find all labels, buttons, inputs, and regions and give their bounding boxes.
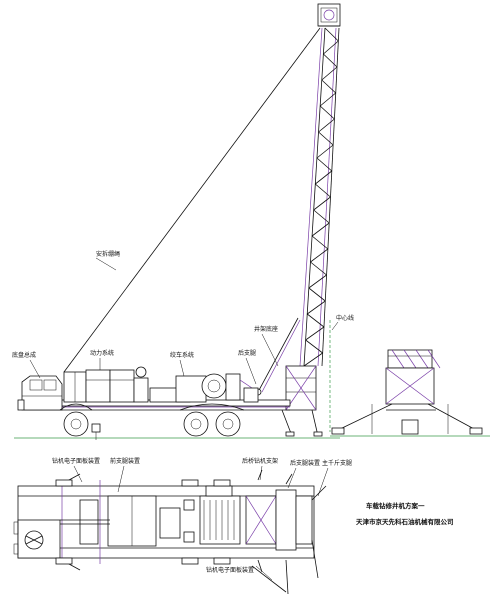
wheel-hub (70, 418, 82, 430)
mast-brace (311, 235, 329, 250)
label-base: 底盘总成 (12, 351, 36, 359)
wheel (63, 411, 89, 437)
label-power-sys: 动力系统 (90, 349, 114, 357)
label-winch-sys: 绞车系统 (170, 351, 194, 359)
mast-brace (315, 170, 333, 185)
plan-view (13, 465, 329, 595)
end-view (330, 349, 490, 437)
end-lattice (388, 349, 441, 369)
wheel (215, 411, 241, 437)
mast-brace (308, 274, 327, 289)
plan-wheel (55, 479, 73, 487)
mast-brace (316, 144, 334, 159)
mast-brace (305, 339, 323, 354)
mast-brace (313, 209, 330, 224)
mast-brace (311, 222, 330, 237)
label-bottom-cable: 钻机电子面板装置 (206, 566, 254, 574)
mast-brace (319, 92, 336, 107)
wheel-arch (179, 403, 245, 411)
plan-wheel (181, 557, 199, 565)
mast-brace (318, 118, 335, 133)
mast-lattice (303, 27, 339, 367)
crown-block (317, 3, 341, 27)
mast-brace (323, 40, 339, 55)
mast-brace (319, 105, 335, 120)
mast-brace (310, 261, 327, 276)
truck-cab (17, 375, 63, 411)
mast-brace (310, 248, 329, 263)
title-block-company: 天津市京天先科石油机械有限公司 (356, 517, 454, 526)
power-units (63, 366, 149, 403)
mast-brace (323, 53, 338, 68)
mast-brace (306, 300, 326, 315)
end-brace (415, 349, 429, 369)
label-rear-support2: 后支腿装置 (290, 459, 320, 467)
label-front-support: 前支腿装置 (110, 457, 140, 465)
label-front-cable: 钻机电子面板装置 (52, 457, 100, 465)
plan-wheel (213, 557, 231, 565)
wheel (183, 411, 209, 437)
mast-brace (305, 326, 325, 341)
guy-line (63, 27, 321, 373)
plan-wheel (213, 479, 231, 487)
mast-brace (316, 157, 333, 172)
winch-unit (149, 373, 259, 403)
label-main-support: 主千斤支腿 (322, 459, 352, 467)
wheel-arch (59, 403, 93, 411)
mast-brace (321, 79, 337, 94)
title-block-title: 车载钻修井机方案一 (366, 501, 425, 510)
mast-brace (321, 66, 338, 81)
end-brace (403, 349, 417, 369)
plan-wheel (181, 479, 199, 487)
wheels (59, 403, 245, 437)
mast-base (281, 365, 323, 437)
mast-brace (313, 196, 331, 211)
end-brace (391, 349, 405, 369)
label-rear-support: 后支腿 (238, 349, 256, 357)
mast-brace (324, 27, 339, 42)
mast-brace (303, 352, 323, 367)
label-guy-line: 安拆绷绳 (96, 250, 120, 258)
plan-wheel (55, 557, 73, 565)
mast-brace (308, 287, 326, 302)
mast (299, 27, 340, 367)
label-cable-top: 中心线 (336, 314, 354, 322)
plan-winch-lines (203, 500, 235, 540)
mast-brace (315, 183, 331, 198)
wheel-hub (222, 418, 234, 430)
mast-brace (318, 131, 334, 146)
label-mast-base: 井架底座 (254, 325, 278, 333)
wheel-hub (190, 418, 202, 430)
plan-wheels (55, 479, 231, 565)
mast-brace (306, 313, 325, 328)
elevation-view (14, 3, 341, 440)
label-rear-cable: 后桥钻机支架 (242, 457, 278, 465)
end-brace (427, 349, 441, 369)
